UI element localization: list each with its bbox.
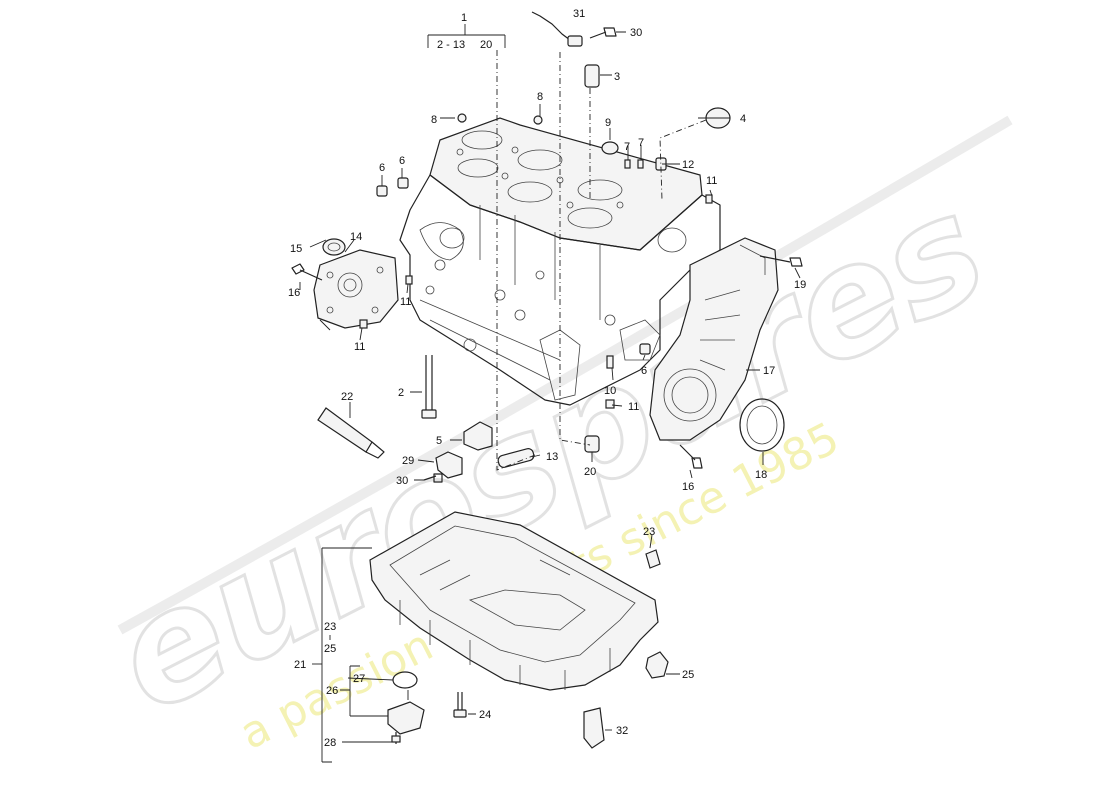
sleeve-20 xyxy=(584,435,600,453)
tube-13 xyxy=(497,448,535,468)
engine-block xyxy=(399,117,721,406)
callout-28: 28 xyxy=(324,737,336,749)
oil-pan xyxy=(369,511,659,691)
callout-23b: 23 xyxy=(324,621,336,633)
seal-ring-18 xyxy=(739,398,785,452)
pin-11-right xyxy=(605,399,615,409)
callout-11b: 11 xyxy=(400,296,411,308)
callout-19: 19 xyxy=(794,279,806,291)
watermark-swoosh xyxy=(117,115,1013,635)
callout-25a: 25 xyxy=(324,643,336,655)
callout-6c: 6 xyxy=(641,365,647,377)
callout-31: 31 xyxy=(573,8,585,20)
callout-12: 12 xyxy=(682,159,694,171)
pin-8b xyxy=(533,115,543,125)
callout-1-20: 20 xyxy=(480,39,492,51)
callout-30a: 30 xyxy=(630,27,642,39)
callout-6a: 6 xyxy=(379,162,385,174)
callout-16b: 16 xyxy=(682,481,694,493)
callout-10: 10 xyxy=(604,385,616,397)
callout-11d: 11 xyxy=(628,401,639,413)
plug-9 xyxy=(601,141,619,155)
bolt-16-right xyxy=(679,444,703,469)
callout-18: 18 xyxy=(755,469,767,481)
connector-32 xyxy=(583,707,605,749)
drain-plug-23 xyxy=(645,549,661,569)
sensor-29 xyxy=(435,451,463,479)
callout-23a: 23 xyxy=(643,526,655,538)
callout-9: 9 xyxy=(605,117,611,129)
callout-3: 3 xyxy=(614,71,620,83)
callout-30b: 30 xyxy=(396,475,408,487)
callout-7a: 7 xyxy=(624,141,630,153)
oil-pump-cover xyxy=(313,249,399,329)
timing-cover xyxy=(649,237,779,441)
callout-25b: 25 xyxy=(682,669,694,681)
sleeve-3 xyxy=(584,64,600,88)
callout-2: 2 xyxy=(398,387,404,399)
callout-14: 14 xyxy=(350,231,362,243)
callout-4: 4 xyxy=(740,113,746,125)
sealant-tube-22 xyxy=(317,407,385,459)
sensor-31 xyxy=(531,11,583,47)
pin-7b xyxy=(637,159,644,169)
pin-11-low xyxy=(359,319,368,329)
callout-17: 17 xyxy=(763,365,775,377)
bolt-30-low xyxy=(423,473,443,483)
callout-24: 24 xyxy=(479,709,491,721)
callout-16a: 16 xyxy=(288,287,300,299)
sensor-25 xyxy=(645,651,669,679)
pin-6c xyxy=(639,343,651,355)
bolt-2 xyxy=(421,355,437,419)
pin-7a xyxy=(624,159,631,169)
callout-1-range: 2 - 13 xyxy=(437,39,465,51)
pin-11-top xyxy=(705,194,713,204)
callout-26: 26 xyxy=(326,685,338,697)
shaft-seal-15 xyxy=(322,238,346,256)
callout-6b: 6 xyxy=(399,155,405,167)
callout-20: 20 xyxy=(584,466,596,478)
callout-15: 15 xyxy=(290,243,302,255)
bolt-19 xyxy=(759,255,803,267)
pin-8a xyxy=(457,113,467,123)
pin-6a xyxy=(376,185,388,197)
bolt-30-top xyxy=(589,27,617,39)
callout-8b: 8 xyxy=(537,91,543,103)
callout-7b: 7 xyxy=(638,137,644,149)
callout-13: 13 xyxy=(546,451,558,463)
callout-11c: 11 xyxy=(354,341,365,353)
callout-5: 5 xyxy=(436,435,442,447)
callout-8a: 8 xyxy=(431,114,437,126)
pin-6b xyxy=(397,177,409,189)
thermostat-5 xyxy=(463,421,493,451)
callout-27: 27 xyxy=(353,673,365,685)
callout-22: 22 xyxy=(341,391,353,403)
pin-11-mid xyxy=(405,275,413,285)
leader-lines xyxy=(299,24,801,763)
bolt-24 xyxy=(453,692,467,718)
callout-11a: 11 xyxy=(706,175,717,187)
pin-10 xyxy=(606,355,614,369)
callout-labels: 1 2 - 13 20 2 3 4 5 6 6 6 7 7 8 8 9 10 1… xyxy=(288,8,806,749)
oil-level-sensor-26 xyxy=(387,701,425,735)
callout-29: 29 xyxy=(402,455,414,467)
callout-1: 1 xyxy=(461,12,467,24)
callout-21: 21 xyxy=(294,659,306,671)
bolt-16-left xyxy=(291,263,323,281)
callout-32: 32 xyxy=(616,725,628,737)
bolt-28 xyxy=(391,732,401,744)
